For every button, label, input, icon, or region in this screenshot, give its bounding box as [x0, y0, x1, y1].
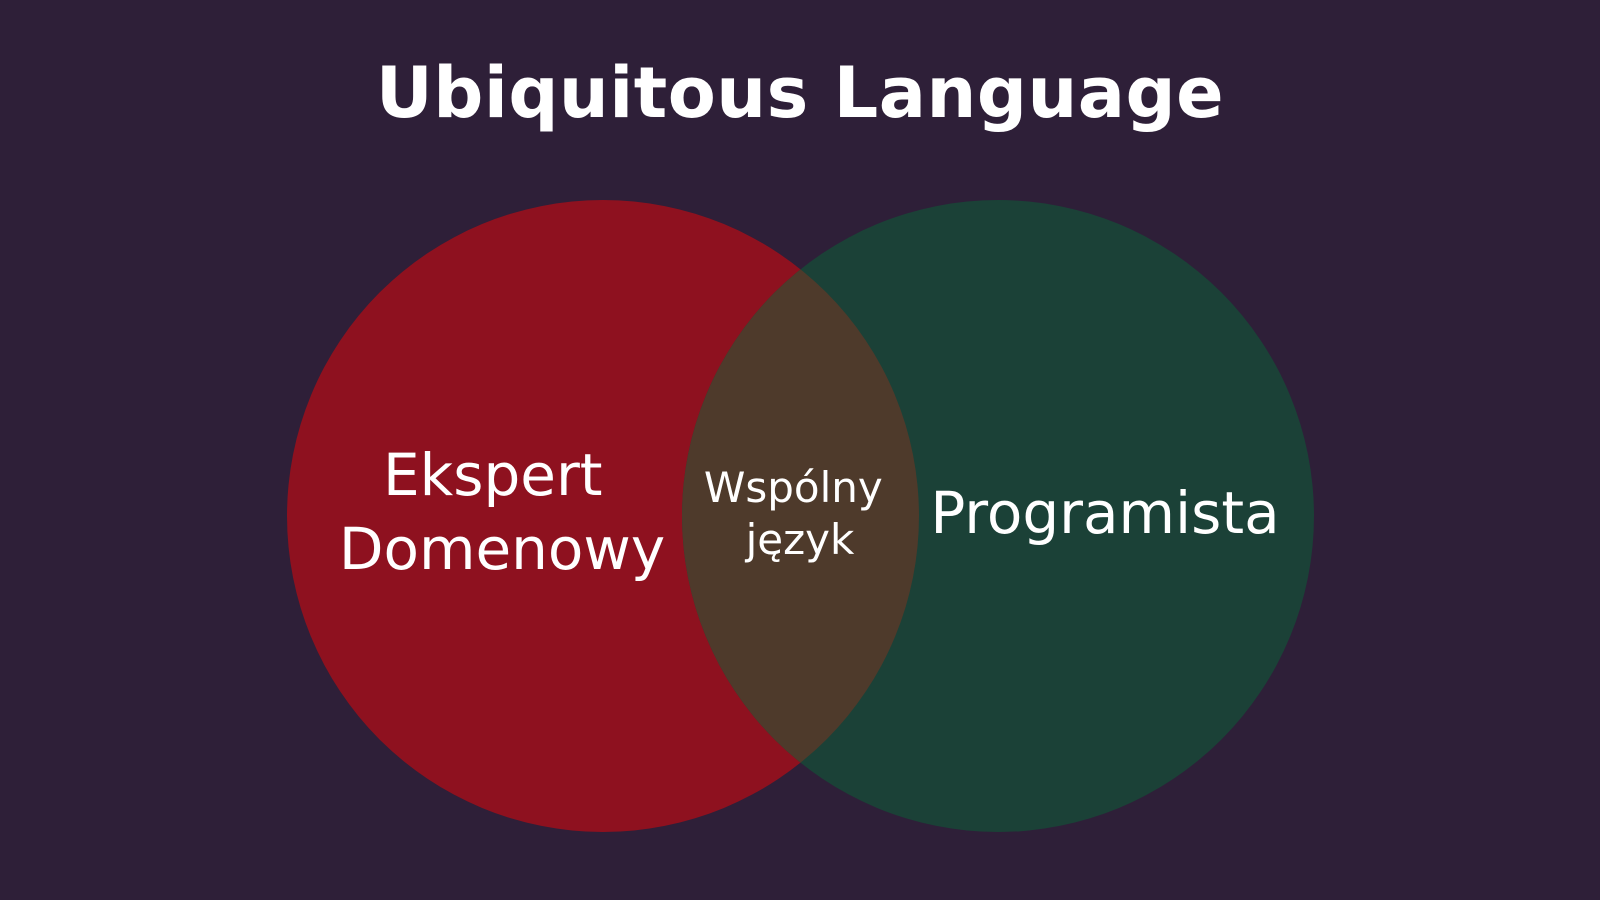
domain-expert-line-1: Ekspert	[383, 441, 603, 509]
shared-language-label: Wspólny język	[704, 463, 896, 564]
shared-language-line-2: język	[745, 515, 855, 564]
domain-expert-line-2: Domenowy	[339, 515, 665, 583]
slide-title: Ubiquitous Language	[375, 52, 1225, 134]
shared-language-overlap	[682, 200, 919, 832]
programmer-line-1: Programista	[930, 479, 1279, 547]
shared-language-line-1: Wspólny	[704, 463, 883, 512]
domain-expert-label: Ekspert Domenowy	[339, 441, 665, 583]
programmer-label: Programista	[930, 479, 1279, 547]
